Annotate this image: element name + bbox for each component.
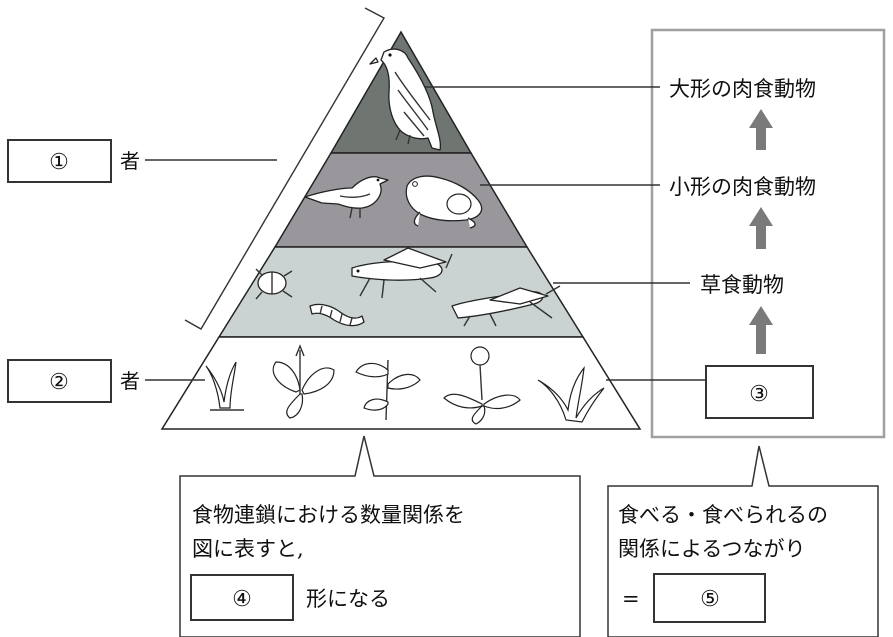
chain-level-4: 大形の肉食動物 [669, 77, 816, 101]
callout-right-equals: = [622, 587, 640, 611]
label-box-2 [7, 359, 112, 403]
dandelion-icon [443, 346, 521, 425]
consumer-bracket [184, 7, 385, 330]
chain-level-3: 小形の肉食動物 [669, 175, 816, 199]
label-box-1 [7, 139, 112, 183]
seedling-icon [355, 359, 421, 421]
consumer-suffix: 者 [120, 149, 140, 173]
leafy-plant-icon [272, 344, 335, 419]
label-box-3 [705, 365, 814, 419]
label-box-4 [190, 574, 294, 621]
label-box-1-text: ① [49, 150, 69, 175]
hawk-icon [369, 48, 442, 151]
label-box-3-text: ③ [749, 382, 769, 407]
callout-left-suffix: 形になる [306, 587, 390, 611]
sparrow-icon [304, 176, 389, 219]
grass-tuft-icon [537, 366, 605, 423]
frog-icon [405, 175, 483, 229]
label-box-5 [653, 573, 766, 623]
beetle-icon [255, 268, 293, 300]
arrow-up-icon [749, 207, 773, 249]
grasshopper-icon [351, 247, 453, 299]
arrow-up-icon [749, 306, 773, 354]
chain-level-2: 草食動物 [700, 273, 784, 297]
label-box-2-text: ② [49, 370, 69, 395]
callout-left-line1: 食物連鎖における数量関係を [192, 503, 465, 527]
arrow-up-icon [749, 109, 773, 150]
producer-suffix: 者 [120, 369, 140, 393]
food-chain-frame [650, 28, 886, 439]
caterpillar-icon [309, 303, 365, 327]
callout-right-line1: 食べる・食べられるの [618, 503, 828, 527]
callout-right-line2: 関係によるつながり [618, 537, 806, 561]
callout-left-line2: 図に表すと, [192, 537, 304, 561]
label-box-4-text: ④ [232, 587, 252, 612]
label-box-5-text: ⑤ [700, 587, 720, 612]
grass-plant-icon [205, 361, 244, 411]
locust-icon [451, 285, 561, 327]
